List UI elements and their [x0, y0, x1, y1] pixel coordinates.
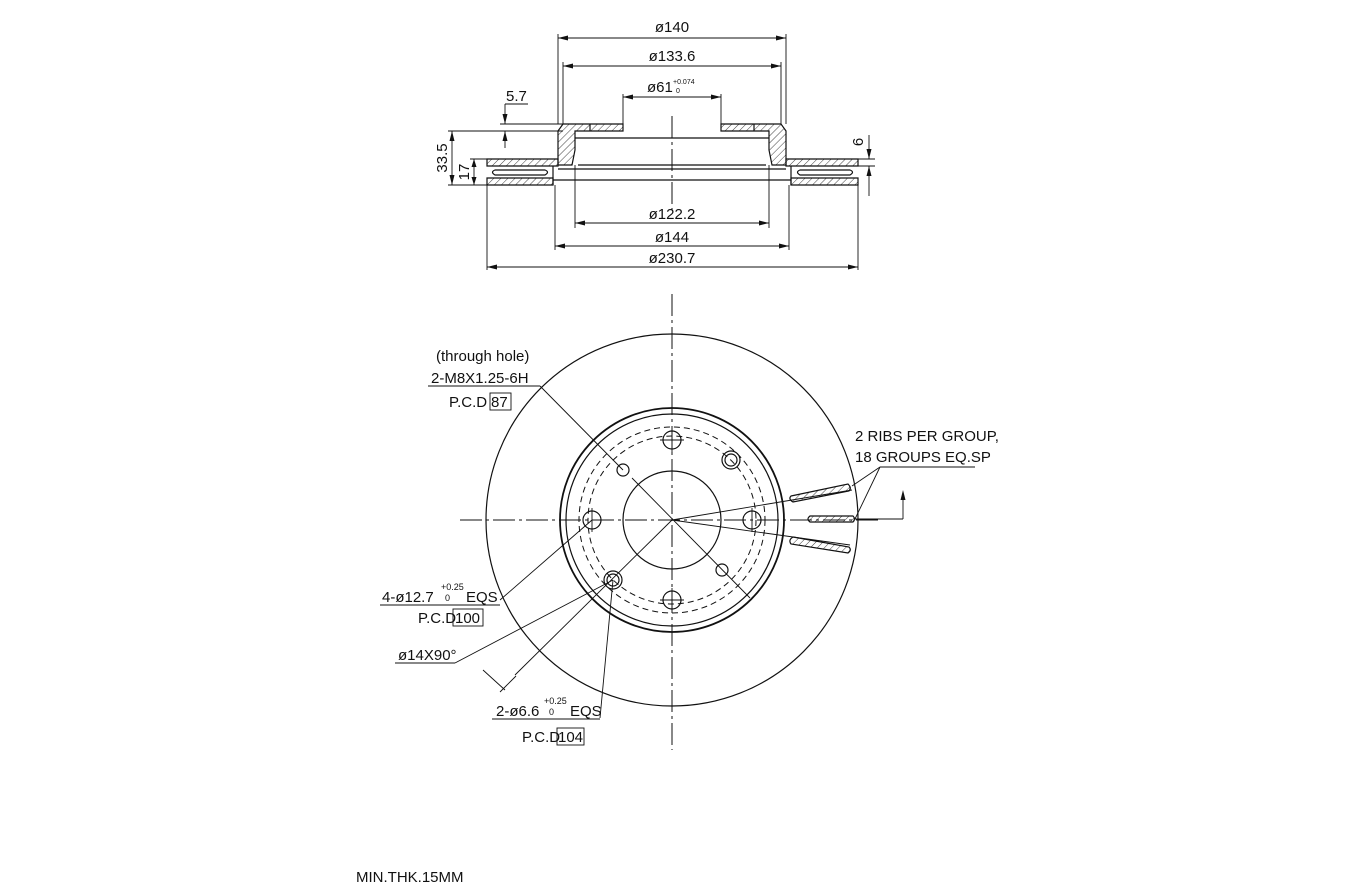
bolt-holes-suffix: EQS	[466, 589, 498, 606]
ring-plate-lower-right	[790, 177, 859, 186]
small-holes-label: 2-ø6.6	[496, 703, 539, 720]
vent-left	[491, 169, 549, 176]
dim-17: 17	[456, 164, 473, 181]
chamfer-label: ø14X90°	[398, 647, 457, 664]
pcd100-label: P.C.D	[418, 610, 456, 627]
ring-plate-upper-right	[785, 158, 859, 167]
hat-section-right	[720, 123, 787, 166]
pcd87-label: P.C.D	[449, 394, 487, 411]
small-holes-tol-lower: 0	[549, 707, 554, 717]
dim-5-7: 5.7	[506, 88, 527, 105]
hat-outer-edge	[559, 407, 785, 633]
dim-d122-2: ø122.2	[649, 206, 696, 223]
front-view: (through hole) 2-M8X1.25-6H P.C.D 87 2 R…	[380, 294, 999, 750]
dim-d61-tol-lower: 0	[676, 88, 680, 95]
pcd104-label: P.C.D	[522, 729, 560, 746]
ring-plate-upper-left	[486, 158, 559, 167]
rib	[789, 483, 851, 503]
small-hole	[616, 463, 630, 477]
small-hole	[715, 563, 729, 577]
dim-d61: ø61	[647, 79, 673, 96]
disc-outer-edge	[485, 333, 859, 707]
threaded-hole	[721, 450, 741, 470]
dim-d230-7: ø230.7	[649, 250, 696, 267]
threaded-hole	[603, 570, 623, 590]
small-holes-suffix: EQS	[570, 703, 602, 720]
dim-d144: ø144	[655, 229, 689, 246]
ribs-note-line2: 18 GROUPS EQ.SP	[855, 449, 991, 466]
pcd87-value: 87	[491, 394, 508, 411]
vent-right	[796, 169, 854, 176]
ring-plate-lower-left	[486, 177, 554, 186]
small-holes	[616, 463, 729, 577]
dim-6: 6	[850, 138, 867, 146]
center-bore	[622, 470, 722, 570]
min-thickness-note: MIN.THK.15MM	[356, 869, 464, 886]
pcd104-value: 104	[558, 729, 583, 746]
rib	[807, 515, 856, 523]
bolt-holes-tol-lower: 0	[445, 593, 450, 603]
thread-spec: 2-M8X1.25-6H	[431, 370, 529, 387]
dim-33-5: 33.5	[434, 143, 451, 172]
threaded-holes	[603, 450, 741, 590]
ribs-note-line1: 2 RIBS PER GROUP,	[855, 428, 999, 445]
hat-section-left	[557, 123, 624, 166]
ribs	[789, 483, 856, 554]
through-hole-note: (through hole)	[436, 348, 529, 365]
bolt-holes-tol-upper: +0.25	[441, 582, 464, 592]
rib	[789, 536, 851, 554]
dim-d140: ø140	[655, 19, 689, 36]
bolt-holes-label: 4-ø12.7	[382, 589, 434, 606]
small-holes-tol-upper: +0.25	[544, 696, 567, 706]
hidden-hat-wall	[578, 426, 766, 614]
dim-d133-6: ø133.6	[649, 48, 696, 65]
pcd100-value: 100	[455, 610, 480, 627]
section-view: ø140 ø133.6 ø61 +0.074 0 5.7 33.5	[434, 19, 875, 270]
dim-d61-tol-upper: +0.074	[673, 79, 695, 86]
bolt-holes	[582, 428, 762, 612]
